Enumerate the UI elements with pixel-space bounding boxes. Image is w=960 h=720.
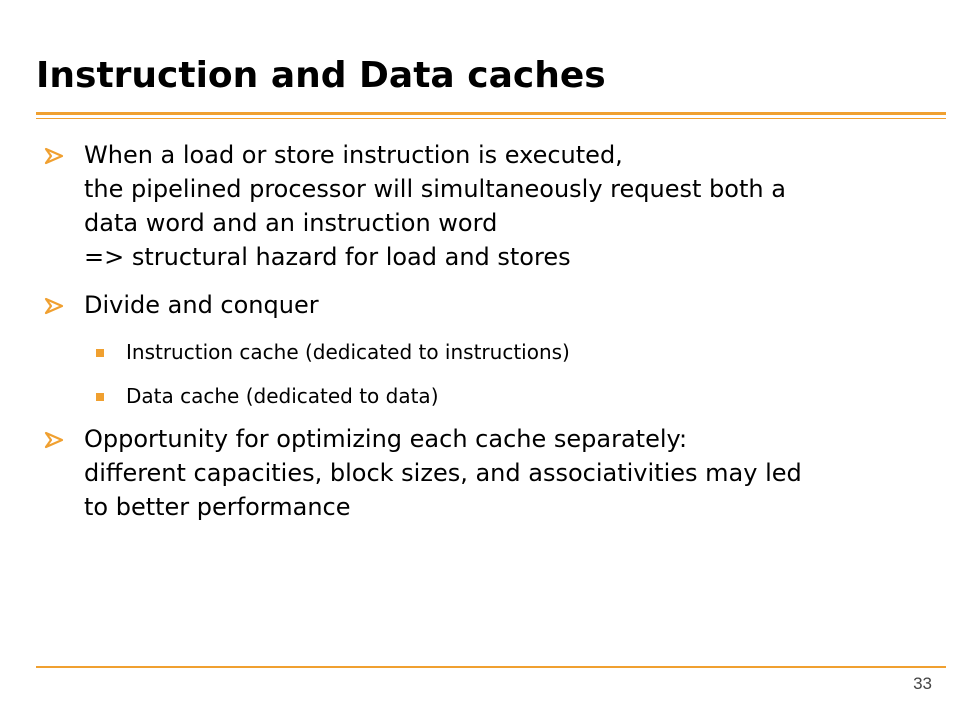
arrow-bullet-icon <box>44 147 64 165</box>
sub-item-text: Instruction cache (dedicated to instruct… <box>126 340 570 364</box>
bullet-item: Divide and conquer <box>44 288 924 322</box>
footer-rule <box>36 666 946 668</box>
sub-item: Data cache (dedicated to data) <box>44 382 924 410</box>
bullet-line: Opportunity for optimizing each cache se… <box>84 425 688 453</box>
bullet-line: data word and an instruction word <box>84 209 498 237</box>
bullet-line: Divide and conquer <box>84 291 319 319</box>
bullet-item: When a load or store instruction is exec… <box>44 138 924 274</box>
square-bullet-icon <box>96 349 104 357</box>
bullet-line: the pipelined processor will simultaneou… <box>84 175 786 203</box>
arrow-bullet-icon <box>44 431 64 449</box>
arrow-bullet-icon <box>44 297 64 315</box>
title-rule-thin <box>36 118 946 119</box>
bullet-text: Opportunity for optimizing each cache se… <box>84 422 924 524</box>
bullet-line: different capacities, block sizes, and a… <box>84 459 802 487</box>
slide-content: When a load or store instruction is exec… <box>44 130 924 524</box>
bullet-text: When a load or store instruction is exec… <box>84 138 924 274</box>
bullet-line: to better performance <box>84 493 351 521</box>
bullet-text: Divide and conquer <box>84 288 924 322</box>
bullet-line: When a load or store instruction is exec… <box>84 141 623 169</box>
slide-title: Instruction and Data caches <box>36 55 606 96</box>
title-rule-thick <box>36 112 946 115</box>
square-bullet-icon <box>96 393 104 401</box>
page-number: 33 <box>913 674 932 693</box>
sub-item-text: Data cache (dedicated to data) <box>126 384 439 408</box>
bullet-line: => structural hazard for load and stores <box>84 243 571 271</box>
sub-item: Instruction cache (dedicated to instruct… <box>44 338 924 366</box>
bullet-item: Opportunity for optimizing each cache se… <box>44 422 924 524</box>
